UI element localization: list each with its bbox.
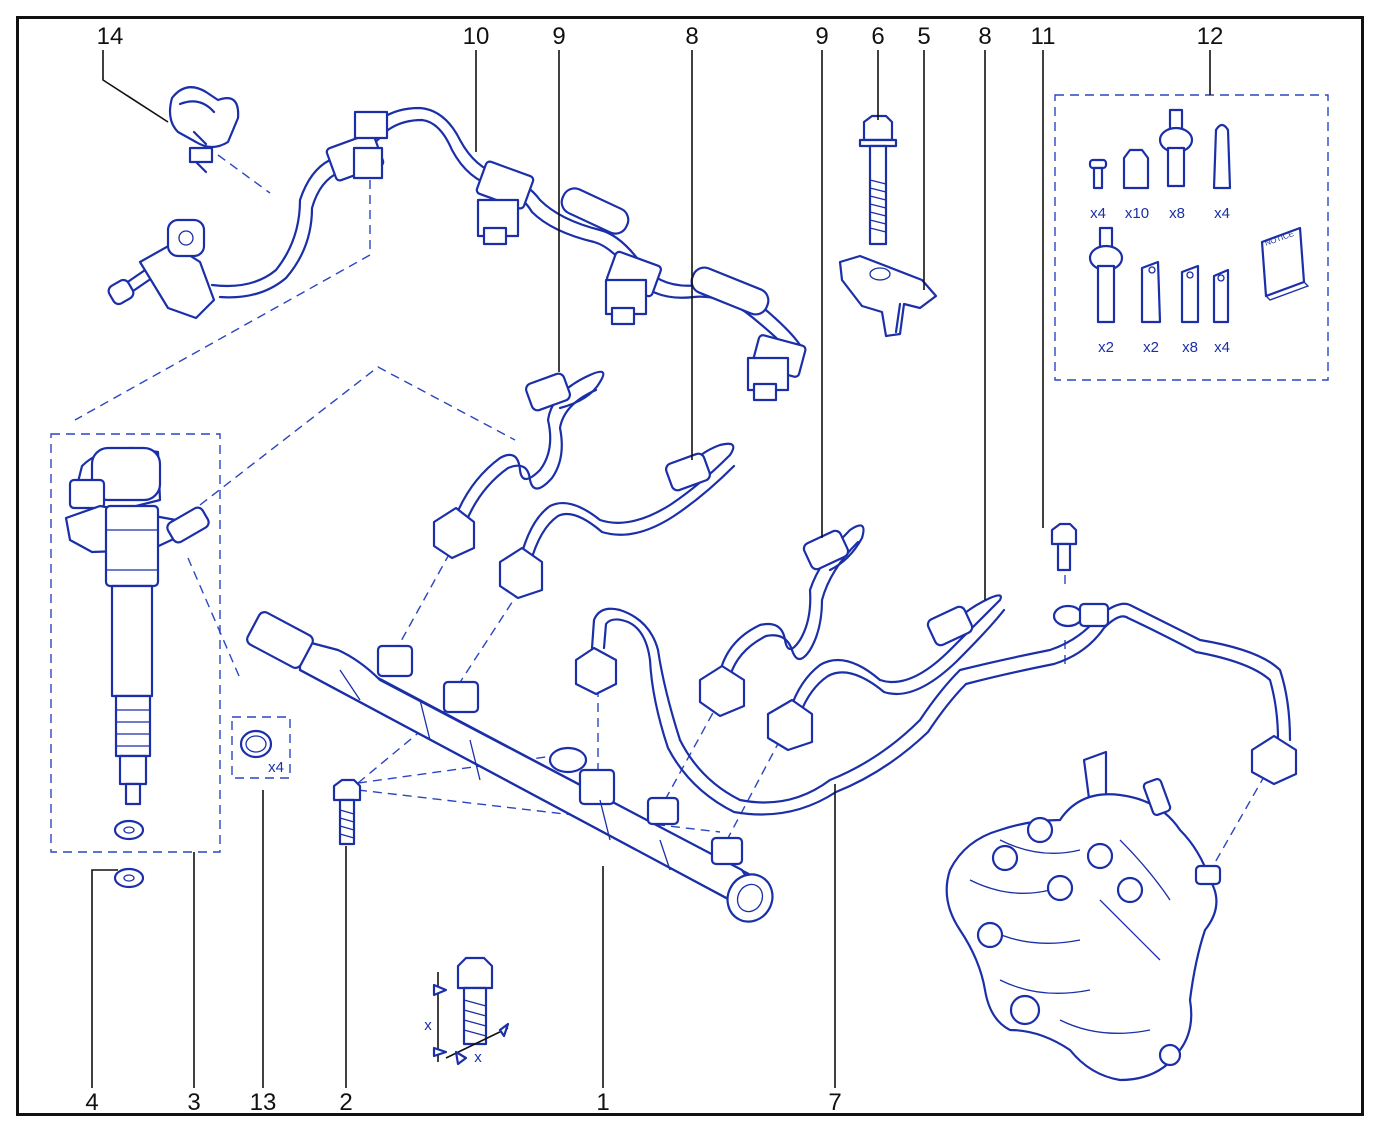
kit-group-box	[1054, 94, 1329, 381]
wiring-harness-10	[107, 106, 807, 402]
kit-qty-r1-1: x4	[1090, 205, 1106, 222]
injector-pipes-upper	[432, 370, 736, 600]
hp-pump	[945, 750, 1222, 1082]
callout-1: 1	[596, 1089, 609, 1116]
kit-qty-r1-3: x8	[1169, 205, 1185, 222]
torque-x-left: x	[424, 1017, 432, 1034]
callout-9-left: 9	[552, 23, 565, 50]
callout-2: 2	[339, 1089, 352, 1116]
torque-x-bottom: x	[474, 1049, 482, 1066]
kit-qty-r1-4: x4	[1214, 205, 1230, 222]
clip-14	[168, 86, 240, 174]
callout-12: 12	[1197, 23, 1224, 50]
injector-group-box	[50, 433, 221, 853]
washers-4	[113, 819, 145, 889]
bolt-2	[332, 778, 362, 846]
callout-8-right: 8	[978, 23, 991, 50]
kit-qty-r2-4: x4	[1214, 339, 1230, 356]
fuel-rail-1	[246, 611, 774, 923]
callout-10: 10	[463, 23, 490, 50]
callout-13: 13	[250, 1089, 277, 1116]
callout-3: 3	[187, 1089, 200, 1116]
kit-qty-r1-2: x10	[1125, 205, 1149, 222]
callout-4: 4	[85, 1089, 98, 1116]
seal-qty: x4	[268, 759, 284, 776]
clamp-5	[838, 254, 938, 338]
callout-8-left: 8	[685, 23, 698, 50]
callout-14: 14	[97, 23, 124, 50]
callout-9-right: 9	[815, 23, 828, 50]
injector-3	[64, 446, 210, 806]
injector-pipes-lower	[698, 524, 1006, 752]
callout-5: 5	[917, 23, 930, 50]
kit-qty-r2-1: x2	[1098, 339, 1114, 356]
repair-kit-12	[1088, 108, 1310, 324]
kit-qty-r2-2: x2	[1143, 339, 1159, 356]
kit-qty-r2-3: x8	[1182, 339, 1198, 356]
bolt-11	[1050, 522, 1078, 572]
seal-13	[239, 729, 273, 759]
callout-7: 7	[828, 1089, 841, 1116]
hp-pipe-7	[574, 602, 1298, 816]
leader-lines	[91, 50, 1211, 1088]
callout-6: 6	[871, 23, 884, 50]
diagram-frame	[16, 16, 1364, 1116]
bolt-6	[858, 114, 898, 246]
callout-11: 11	[1031, 23, 1056, 50]
torque-symbol	[432, 956, 510, 1066]
